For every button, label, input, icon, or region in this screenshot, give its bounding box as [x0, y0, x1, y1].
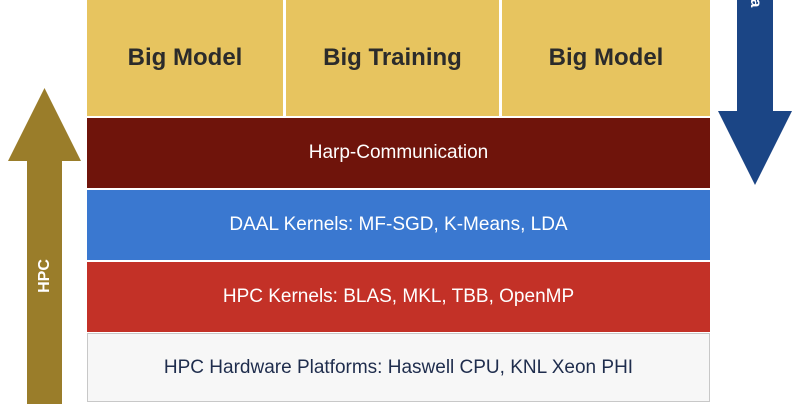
- top-row: Big Model Big Training Big Model: [87, 0, 710, 116]
- daal-kernels-label: DAAL Kernels: MF-SGD, K-Means, LDA: [229, 214, 568, 235]
- hpc-hardware-layer: HPC Hardware Platforms: Haswell CPU, KNL…: [87, 333, 710, 402]
- big-model-box-left: Big Model: [87, 0, 283, 116]
- big-model-box-right: Big Model: [502, 0, 710, 116]
- hpc-arrow-label: HPC: [35, 259, 53, 293]
- hpc-kernels-layer: HPC Kernels: BLAS, MKL, TBB, OpenMP: [87, 262, 710, 332]
- hpc-up-arrow-icon: [8, 88, 81, 404]
- down-arrow-icon: [718, 0, 792, 185]
- daal-kernels-layer: DAAL Kernels: MF-SGD, K-Means, LDA: [87, 190, 710, 260]
- down-arrow-label: a: [747, 0, 764, 8]
- harp-communication-layer: Harp-Communication: [87, 118, 710, 188]
- big-training-box: Big Training: [286, 0, 499, 116]
- hpc-kernels-label: HPC Kernels: BLAS, MKL, TBB, OpenMP: [222, 286, 575, 307]
- big-training-label: Big Training: [323, 44, 462, 71]
- big-model-label-left: Big Model: [127, 44, 243, 71]
- hpc-hardware-label: HPC Hardware Platforms: Haswell CPU, KNL…: [163, 356, 634, 378]
- architecture-stack: Big Model Big Training Big Model Harp-Co…: [87, 0, 710, 403]
- harp-communication-label: Harp-Communication: [308, 142, 489, 163]
- big-model-label-right: Big Model: [548, 44, 664, 71]
